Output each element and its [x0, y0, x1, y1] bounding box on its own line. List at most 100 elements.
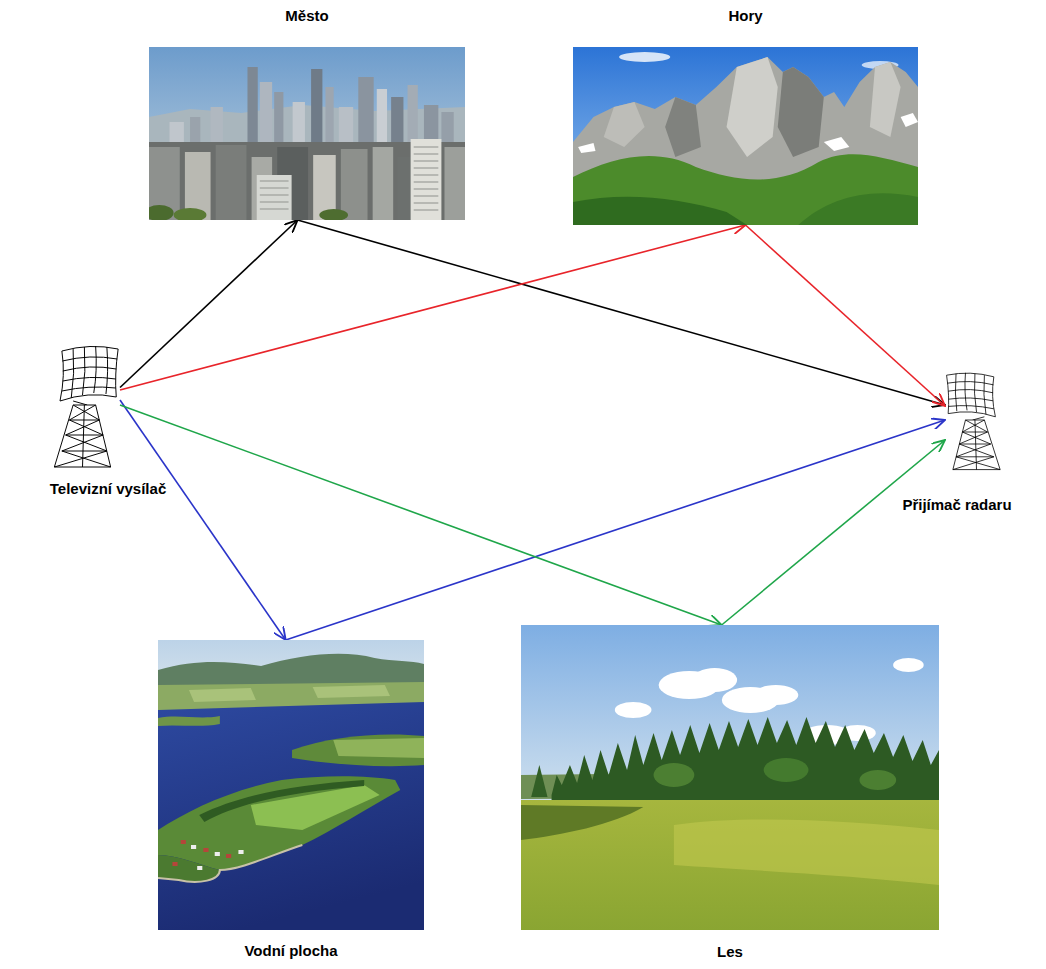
forest-photo-part — [654, 763, 695, 787]
picture-frame — [158, 640, 424, 930]
photo-caption: Les — [521, 941, 939, 963]
station-label: Televizní vysílač — [4, 478, 212, 500]
mountains-node: Hory — [573, 5, 918, 225]
clouds-part — [893, 658, 924, 672]
receiver-icon-part-part — [956, 432, 994, 457]
picture-frame — [945, 372, 1008, 472]
lake-photo-part — [158, 716, 220, 726]
receiver-icon-part-part — [953, 420, 1000, 470]
signal-arrow — [120, 405, 722, 625]
city-photo — [149, 47, 465, 220]
city-blocks-part — [260, 147, 439, 210]
mountains-photo-part — [824, 137, 850, 151]
transmitter-node: Televizní vysílač — [4, 345, 212, 500]
clouds-part — [753, 685, 798, 705]
receiver-icon-part-part — [953, 420, 1000, 470]
city-blocks-part — [411, 139, 442, 220]
forest-photo-part — [674, 820, 939, 885]
photo-caption: Hory — [573, 5, 918, 27]
forest-photo-part — [859, 770, 896, 790]
signal-arrow — [298, 220, 945, 405]
forest-photo-part — [764, 758, 809, 782]
receiver-icon-part-part — [955, 373, 986, 415]
houses-part — [181, 840, 186, 844]
receiver-icon-part — [947, 373, 1001, 470]
houses-part — [203, 848, 208, 852]
houses-part — [226, 854, 231, 858]
transmitter-icon-part-part — [54, 405, 110, 467]
city-blocks-part — [373, 147, 394, 220]
mountains-photo-part — [573, 47, 918, 225]
trees-part — [174, 208, 207, 220]
mountains-photo-part — [727, 57, 778, 157]
lake-photo-part — [158, 702, 424, 930]
lake-photo-part — [292, 734, 424, 766]
picture-frame — [149, 47, 465, 220]
trees-part — [319, 209, 348, 220]
forest-photo — [521, 625, 939, 930]
signal-arrow — [722, 440, 945, 625]
receiver-icon-part-part — [947, 382, 993, 409]
mountains-photo-part — [798, 193, 918, 225]
signal-arrow — [746, 225, 946, 406]
picture-frame — [521, 625, 939, 930]
city-blocks-part — [444, 147, 465, 220]
city-node: Město — [149, 5, 465, 220]
photo-caption: Vodní plocha — [158, 940, 424, 962]
mountains-photo-part — [901, 113, 918, 127]
signal-arrow — [120, 220, 298, 388]
forest-photo-part — [531, 765, 547, 797]
houses — [172, 840, 243, 870]
forest-node: Les — [521, 625, 939, 963]
forest-photo-part — [552, 717, 939, 805]
transmitter-icon-part — [54, 346, 118, 467]
city-blocks — [149, 139, 465, 220]
city-blocks-part — [216, 145, 247, 220]
lake-photo-part — [199, 780, 364, 822]
lake-photo-part — [158, 776, 400, 870]
picture-frame — [573, 47, 918, 225]
forest-photo-part — [521, 800, 939, 930]
lake-photo-part — [333, 738, 424, 758]
mountains-photo — [573, 47, 918, 225]
transmitter-icon-part-part — [62, 420, 107, 451]
lake-photo-part — [189, 688, 256, 702]
forest-photo-part — [521, 805, 643, 840]
transmitter-icon-part-part — [71, 346, 107, 398]
clouds-part — [615, 702, 652, 718]
photo-caption: Město — [149, 5, 465, 27]
mountains-photo-part — [578, 143, 595, 153]
mountains-photo-part — [619, 52, 670, 62]
transmitter-icon — [45, 345, 120, 470]
houses-part — [215, 852, 220, 856]
mountains-photo-part — [870, 62, 901, 137]
transmitter-icon-part-part — [73, 401, 87, 405]
receiver-icon — [945, 372, 1008, 472]
transmitter-icon-part-part — [54, 405, 110, 467]
houses-part — [238, 850, 243, 854]
lake-photo-part — [158, 845, 302, 882]
mountains-photo-part — [573, 154, 918, 225]
receiver-node: Přijímač radaru — [872, 372, 1042, 516]
city-photo-part — [149, 47, 465, 220]
receiver-icon-part-part — [973, 417, 985, 420]
signal-arrow — [120, 225, 746, 390]
mountains-photo-part — [604, 102, 645, 147]
clouds-part — [692, 668, 737, 692]
lake-photo-part — [313, 685, 390, 698]
picture-frame — [45, 345, 120, 470]
transmitter-icon-part-part — [62, 357, 117, 391]
lake-photo-part — [251, 785, 380, 830]
lake-node: Vodní plocha — [158, 640, 424, 962]
city-blocks-part — [341, 149, 368, 220]
signal-arrow — [286, 420, 945, 640]
mountains-photo-part — [778, 67, 824, 157]
houses-part — [197, 866, 202, 870]
receiver-icon-part-part — [947, 373, 996, 417]
houses-part — [191, 845, 196, 849]
mountains-photo-part — [573, 197, 747, 225]
trees — [149, 205, 348, 220]
lake-photo — [158, 640, 424, 930]
mountains-photo-part — [665, 97, 701, 157]
